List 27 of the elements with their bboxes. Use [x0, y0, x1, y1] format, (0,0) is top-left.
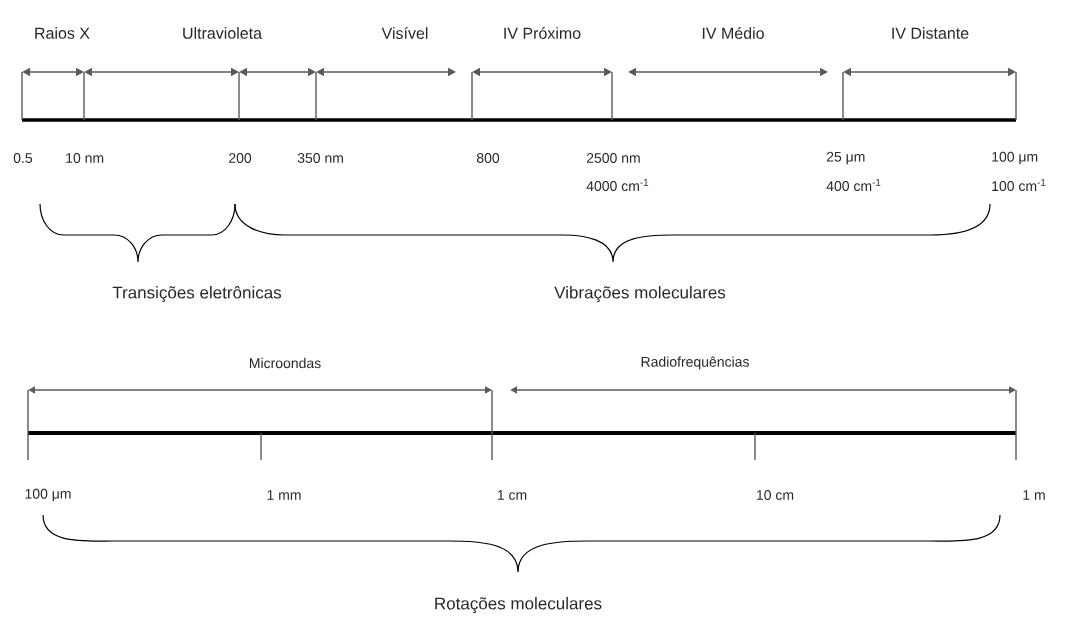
band-label: Raios X — [35, 27, 90, 39]
tick-label: 200 — [229, 153, 252, 163]
tick-label: 1 m — [1023, 490, 1045, 500]
band-label: Radiofrequências — [641, 356, 749, 370]
tick-label: 400 cm$^{-1}$ — [826, 178, 881, 192]
brace-label: Vibrações moleculares — [554, 286, 726, 302]
tick-label: 1 mm — [267, 490, 301, 500]
tick-label: 2500 nm — [586, 153, 640, 163]
tick-label: 100 μm — [25, 488, 71, 502]
tick-label: 100 cm$^{-1}$ — [992, 178, 1046, 192]
band-label: IV Próximo — [504, 27, 581, 39]
tick-label: 4000 cm$^{-1}$ — [586, 178, 649, 192]
band-label: IV Médio — [702, 27, 764, 39]
band-label: Microondas — [249, 357, 321, 369]
brace-label: Rotações moleculares — [435, 597, 602, 613]
tick-label: 10 cm — [757, 490, 794, 500]
tick-label: 10 nm — [66, 153, 104, 163]
tick-label: 0.5 — [13, 153, 33, 163]
tick-label: 800 — [476, 153, 500, 163]
brace-label: Transições eletrônicas — [112, 286, 282, 302]
tick-label: 25 μm — [826, 151, 865, 165]
tick-label: 1 cm — [497, 490, 527, 500]
band-label: IV Distante — [892, 27, 969, 39]
band-label: Visível — [381, 27, 428, 39]
band-label: Ultravioleta — [183, 27, 262, 39]
tick-label: 100 μm — [992, 151, 1038, 165]
tick-label: 350 nm — [297, 153, 343, 163]
